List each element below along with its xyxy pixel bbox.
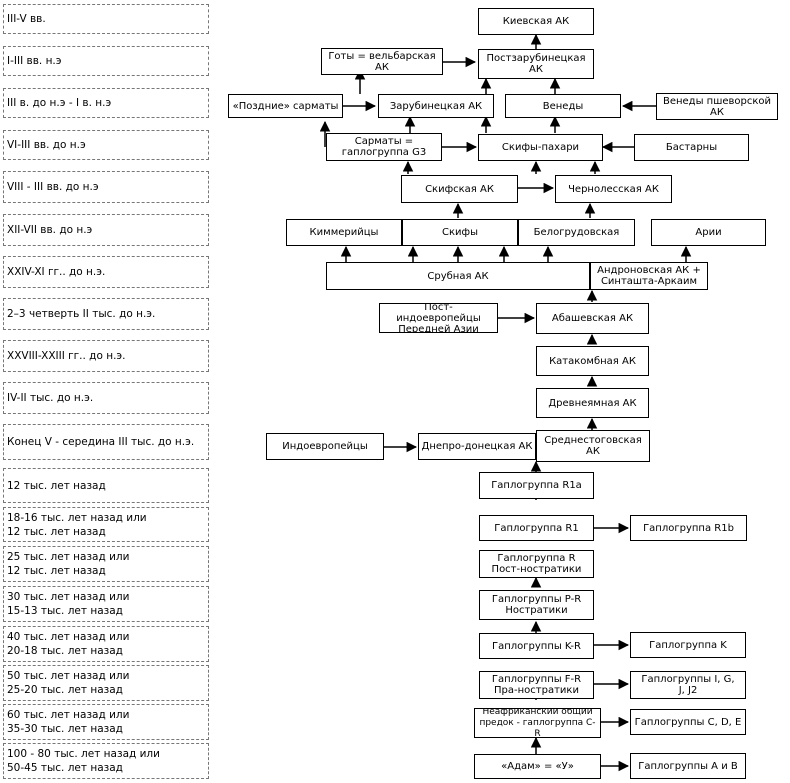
node-kiev: Киевская АК [478, 8, 594, 35]
node-scythian-ploughmen: Скифы-пахари [478, 134, 603, 161]
era-1: III-V вв. [3, 4, 209, 34]
node-haplogroups-f-r: Гаплогруппы F-R Пра-ностратики [479, 671, 594, 699]
node-bastarnae: Бастарны [634, 134, 749, 161]
era-8: 2–3 четверть II тыс. до н.э. [3, 298, 209, 330]
era-5: VIII - III вв. до н.э [3, 171, 209, 203]
node-veneds-przeworsk: Венеды пшеворской АК [656, 93, 778, 120]
era-9: XXVIII-XXIII гг.. до н.э. [3, 340, 209, 372]
era-13: 18-16 тыс. лет назад или 12 тыс. лет наз… [3, 507, 209, 542]
node-veneds: Венеды [505, 94, 621, 118]
node-postzar: Постзарубинецкая АК [478, 49, 594, 79]
era-19: 100 - 80 тыс. лет назад или 50-45 тыс. л… [3, 743, 209, 779]
era-4: VI-III вв. до н.э [3, 130, 209, 160]
era-11: Конец V - середина III тыс. до н.э. [3, 424, 209, 460]
node-srubnaya: Срубная АК [326, 262, 590, 290]
era-10: IV-II тыс. до н.э. [3, 382, 209, 414]
node-chernoles: Чернолесская АК [555, 175, 672, 203]
node-indoeuropeans: Индоевропейцы [266, 433, 384, 460]
era-2: I-III вв. н.э [3, 46, 209, 76]
node-haplogroup-r: Гаплогруппа R Пост-ностратики [479, 550, 594, 578]
era-18: 60 тыс. лет назад или 35-30 тыс. лет наз… [3, 704, 209, 740]
node-scythians: Скифы [402, 219, 518, 246]
node-scythian-ak: Скифская АК [401, 175, 518, 203]
era-15: 30 тыс. лет назад или 15-13 тыс. лет наз… [3, 586, 209, 622]
node-haplogroups-c-d-e: Гаплогруппы C, D, E [630, 709, 746, 735]
node-arii: Арии [651, 219, 766, 246]
node-haplogroups-a-b: Гаплогруппы A и B [630, 753, 746, 779]
node-kimmerians: Киммерийцы [286, 219, 402, 246]
node-haplogroup-r1a: Гаплогруппа R1a [479, 472, 594, 499]
node-haplogroup-r1b: Гаплогруппа R1b [630, 515, 747, 541]
node-post-indoeuropeans: Пост-индоевропейцы Передней Азии [379, 303, 498, 333]
node-haplogroups-i-g-j: Гаплогруппы I, G, J, J2 [630, 671, 746, 699]
node-sarmatians: Сарматы = гаплогруппа G3 [326, 133, 442, 161]
node-sredny-stog: Среднестоговская АК [536, 430, 650, 462]
node-catacomb: Катакомбная АК [536, 346, 649, 376]
node-andronovo: Андроновская АК + Синташта-Аркаим [590, 262, 708, 290]
node-non-african-ancestor: Неафриканский общий предок - гаплогруппа… [474, 708, 601, 738]
node-goths: Готы = вельбарская АК [321, 48, 443, 75]
era-12: 12 тыс. лет назад [3, 468, 209, 503]
node-yamnaya: Древнеямная АК [536, 388, 649, 418]
era-16: 40 тыс. лет назад или 20-18 тыс. лет наз… [3, 626, 209, 662]
node-haplogroup-k: Гаплогруппа K [630, 632, 746, 658]
era-3: III в. до н.э - I в. н.э [3, 88, 209, 118]
era-17: 50 тыс. лет назад или 25-20 тыс. лет наз… [3, 665, 209, 701]
era-14: 25 тыс. лет назад или 12 тыс. лет назад [3, 546, 209, 582]
node-belogrud: Белогрудовская [518, 219, 635, 246]
node-abashevo: Абашевская АК [536, 303, 649, 334]
era-6: XII-VII вв. до н.э [3, 214, 209, 246]
node-haplogroups-k-r: Гаплогруппы K-R [479, 633, 594, 659]
node-late-sarmatians: «Поздние» сарматы [228, 94, 343, 118]
node-haplogroups-p-r: Гаплогруппы P-R Ностратики [479, 590, 594, 620]
node-haplogroup-r1: Гаплогруппа R1 [479, 515, 594, 541]
era-7: XXIV-XI гг.. до н.э. [3, 256, 209, 288]
node-zarub: Зарубинецкая АК [378, 94, 494, 118]
node-dnepr-donets: Днепро-донецкая АК [418, 433, 536, 460]
node-adam: «Адам» = «У» [474, 754, 601, 779]
